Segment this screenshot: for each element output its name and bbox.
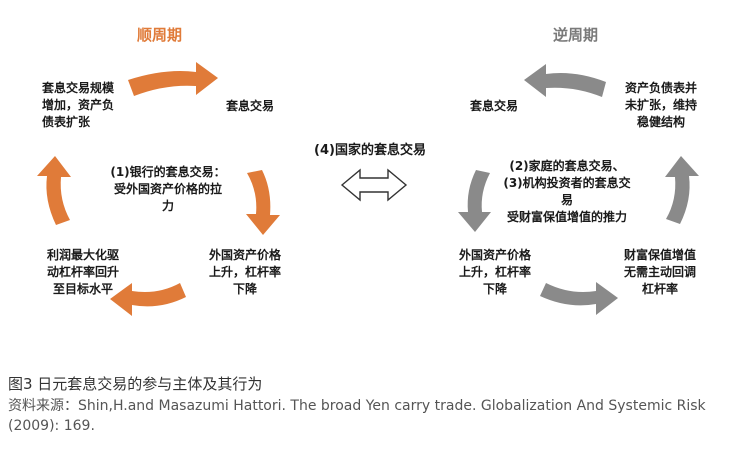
left-top-left-label: 套息交易规模 增加，资产负 债表扩张 — [42, 81, 115, 129]
right-center-label: (2)家庭的套息交易、 (3)机构投资者的套息交 易 受财富保值增值的推力 — [503, 159, 631, 224]
left-center-label: (1)银行的套息交易： 受外国资产价格的拉 力 — [110, 165, 226, 213]
figure-source: 资料来源：Shin,H.and Masazumi Hattori. The br… — [8, 398, 706, 434]
orange-arrow-top — [128, 62, 218, 96]
right-bottom-right-label: 财富保值增值 无需主动回调 杠杆率 — [623, 248, 696, 296]
right-top-left-label: 套息交易 — [469, 99, 518, 113]
right-bottom-left-label: 外国资产价格 上升，杠杆率 下降 — [458, 248, 531, 296]
gray-arrow-bottom — [540, 282, 618, 315]
figure-caption: 图3 日元套息交易的参与主体及其行为 — [8, 375, 263, 393]
orange-arrow-bottom — [110, 283, 186, 316]
procyclical-title: 顺周期 — [137, 26, 183, 44]
gray-arrow-left — [458, 170, 491, 232]
national-carry-trade-label: (4)国家的套息交易 — [314, 143, 426, 158]
orange-arrow-left — [37, 156, 71, 225]
procyclical-cycle-arrows — [37, 62, 280, 316]
double-arrow-icon — [340, 168, 408, 202]
countercyclical-title: 逆周期 — [553, 26, 599, 44]
gray-arrow-top — [524, 64, 606, 97]
right-top-right-label: 资产负债表并 未扩张，维持 稳健结构 — [624, 81, 697, 129]
left-top-right-label: 套息交易 — [225, 99, 274, 113]
left-bottom-left-label: 利润最大化驱 动杠杆率回升 至目标水平 — [46, 248, 119, 296]
countercyclical-cycle-arrows — [458, 64, 699, 315]
left-bottom-right-label: 外国资产价格 上升，杠杆率 下降 — [208, 248, 281, 296]
gray-arrow-right — [665, 156, 699, 224]
orange-arrow-right — [246, 170, 280, 235]
cycle-arrows — [37, 62, 699, 316]
